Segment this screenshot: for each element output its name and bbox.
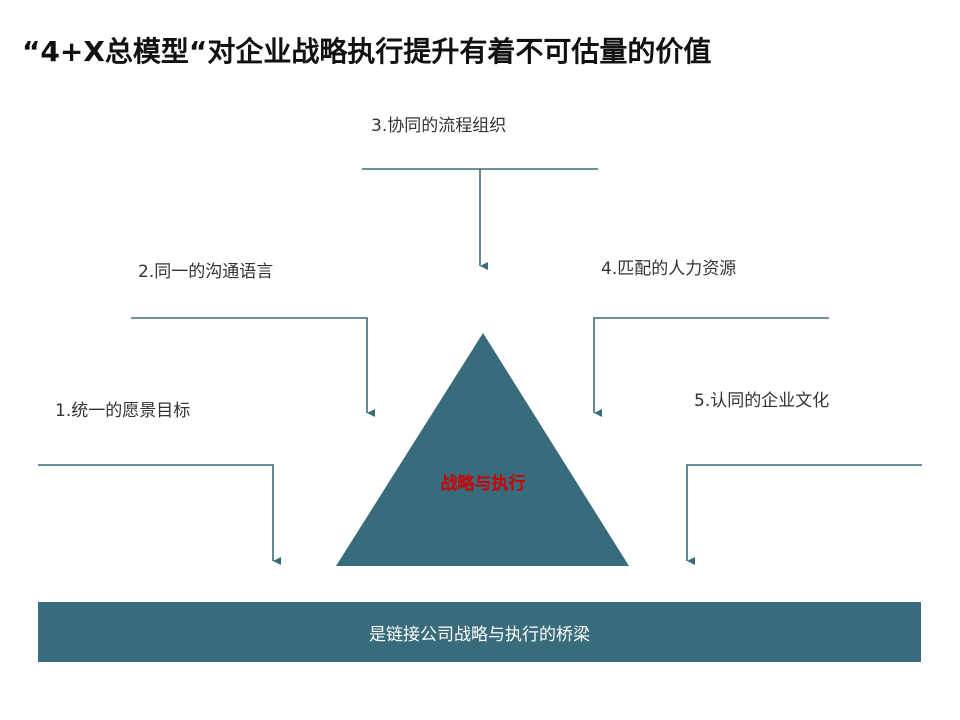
connector-culture-arrow — [686, 464, 922, 565]
pillar-label-language: 2.同一的沟通语言 — [138, 262, 274, 282]
pillar-label-talent: 4.匹配的人力资源 — [601, 259, 737, 279]
connector-talent-arrow — [593, 317, 829, 417]
bridge-label: 是链接公司战略与执行的桥梁 — [369, 624, 590, 645]
connector-vision-arrow — [38, 464, 281, 565]
center-label: 战略与执行 — [440, 474, 526, 494]
pillar-label-culture: 5.认同的企业文化 — [694, 391, 830, 411]
pillar-label-vision: 1.统一的愿景目标 — [55, 401, 191, 421]
pillar-label-process: 3.协同的流程组织 — [371, 116, 507, 136]
page-title: “4+X总模型“对企业战略执行提升有着不可估量的价值 — [22, 35, 712, 68]
bridge-bar: 是链接公司战略与执行的桥梁 — [38, 602, 921, 662]
connector-language-arrow — [131, 317, 375, 417]
strategy-execution-triangle — [336, 333, 629, 566]
